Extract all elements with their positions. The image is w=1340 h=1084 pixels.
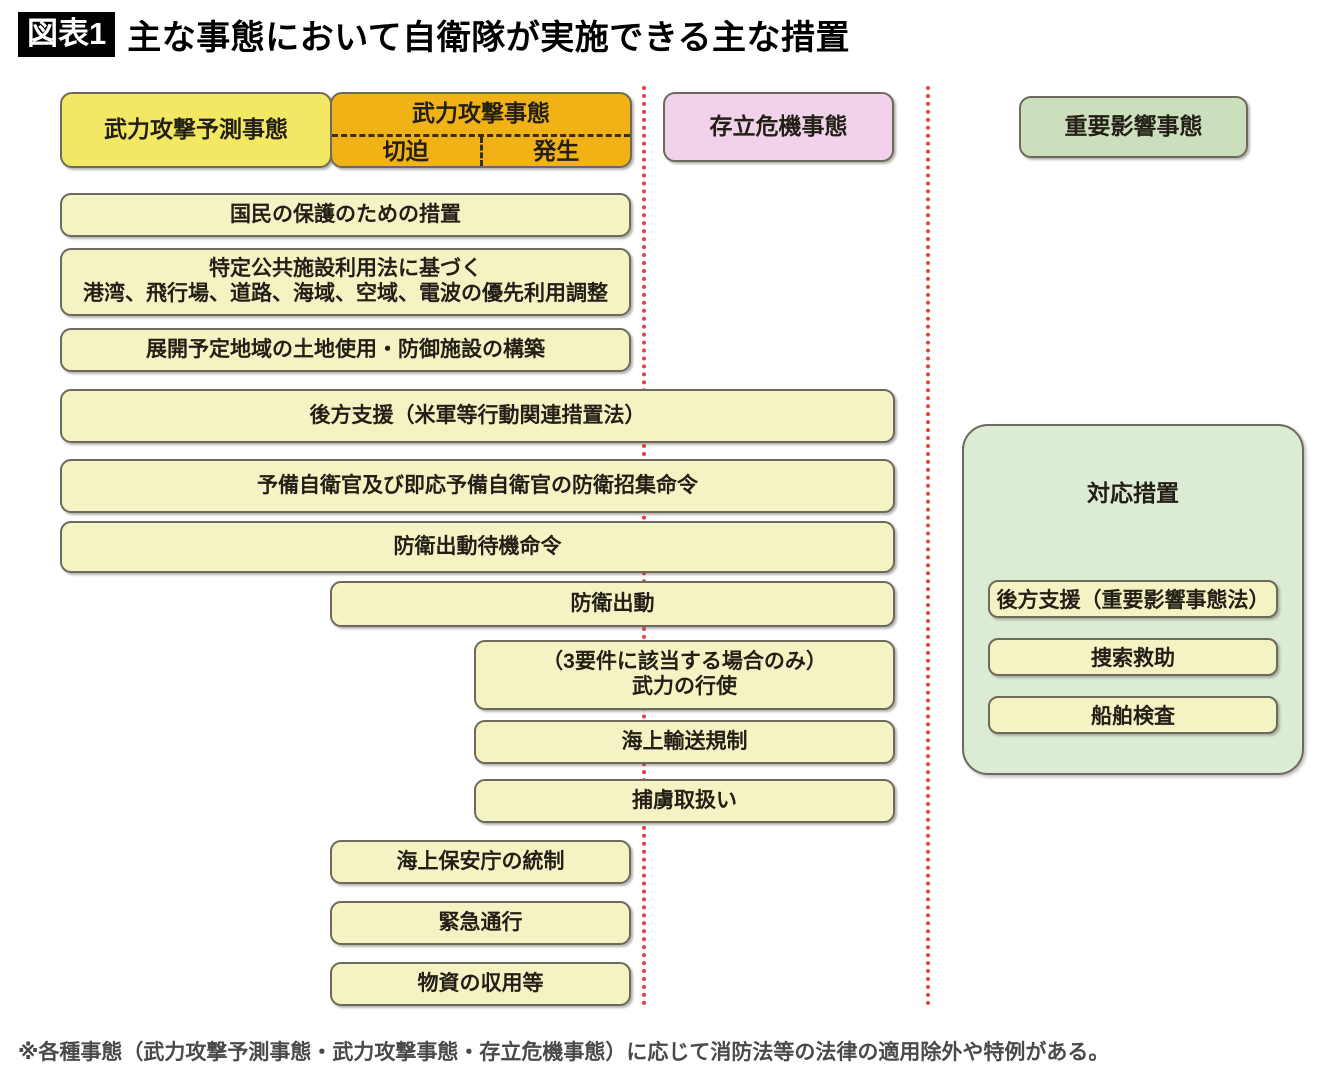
measure-label: 予備自衛官及び即応予備自衛官の防衛招集命令 bbox=[257, 473, 698, 497]
measure-label-line1: （3要件に該当する場合のみ） bbox=[542, 650, 827, 674]
measure-label: 海上輸送規制 bbox=[621, 729, 748, 753]
response-measures-title: 対応措置 bbox=[1087, 480, 1179, 506]
measure-row[interactable]: 海上輸送規制 bbox=[474, 720, 895, 764]
header-armed-attack-subrow: 切迫 発生 bbox=[332, 134, 630, 166]
page-title: 図表1 主な事態において自衛隊が実施できる主な措置 bbox=[18, 8, 850, 60]
header-important-influence[interactable]: 重要影響事態 bbox=[1019, 96, 1248, 158]
header-armed-attack-occurred[interactable]: 発生 bbox=[533, 137, 580, 164]
measure-row[interactable]: （3要件に該当する場合のみ） 武力の行使 bbox=[474, 640, 895, 710]
response-measure-label: 捜索救助 bbox=[1091, 647, 1175, 670]
footnote-text: ※各種事態（武力攻撃予測事態・武力攻撃事態・存立危機事態）に応じて消防法等の法律… bbox=[18, 1041, 1110, 1064]
header-armed-attack[interactable]: 武力攻撃事態 切迫 発生 bbox=[330, 92, 632, 168]
measure-row[interactable]: 捕虜取扱い bbox=[474, 779, 895, 823]
divider-line-right bbox=[926, 86, 930, 1006]
measure-label: 防衛出動 bbox=[570, 591, 655, 615]
measure-row[interactable]: 防衛出動待機命令 bbox=[60, 521, 895, 573]
measure-row[interactable]: 緊急通行 bbox=[330, 901, 631, 945]
header-predicted-attack-label: 武力攻撃予測事態 bbox=[104, 116, 288, 143]
measure-label: 物資の収用等 bbox=[417, 971, 544, 995]
header-predicted-attack[interactable]: 武力攻撃予測事態 bbox=[60, 92, 332, 168]
figure-number-badge: 図表1 bbox=[18, 11, 116, 57]
response-measure-item[interactable]: 後方支援（重要影響事態法） bbox=[988, 580, 1278, 618]
header-survival-crisis-label: 存立危機事態 bbox=[709, 113, 848, 140]
measure-label-line2: 武力の行使 bbox=[632, 675, 737, 698]
measure-label: 展開予定地域の土地使用・防御施設の構築 bbox=[146, 337, 545, 361]
measure-label: 防衛出動待機命令 bbox=[393, 534, 562, 558]
header-survival-crisis[interactable]: 存立危機事態 bbox=[663, 92, 894, 162]
measure-row[interactable]: 国民の保護のための措置 bbox=[60, 193, 631, 237]
measure-row[interactable]: 物資の収用等 bbox=[330, 962, 631, 1006]
measure-label-line2: 港湾、飛行場、道路、海域、空域、電波の優先利用調整 bbox=[83, 282, 608, 305]
header-armed-attack-label: 武力攻撃事態 bbox=[412, 100, 550, 127]
response-measure-label: 後方支援（重要影響事態法） bbox=[996, 589, 1270, 612]
measure-row[interactable]: 予備自衛官及び即応予備自衛官の防衛招集命令 bbox=[60, 459, 895, 513]
measure-label-line1: 特定公共施設利用法に基づく bbox=[209, 257, 482, 281]
measure-label: 後方支援（米軍等行動関連措置法） bbox=[309, 403, 646, 427]
header-armed-attack-imminent[interactable]: 切迫 bbox=[332, 137, 483, 166]
measure-row[interactable]: 後方支援（米軍等行動関連措置法） bbox=[60, 389, 895, 443]
measure-label: 緊急通行 bbox=[438, 910, 523, 934]
response-measure-item[interactable]: 捜索救助 bbox=[988, 638, 1278, 676]
measure-row[interactable]: 海上保安庁の統制 bbox=[330, 840, 631, 884]
measure-row[interactable]: 防衛出動 bbox=[330, 581, 895, 627]
measure-label: 捕虜取扱い bbox=[632, 788, 737, 812]
measure-label: 国民の保護のための措置 bbox=[230, 202, 461, 226]
response-measure-label: 船舶検査 bbox=[1091, 705, 1175, 728]
response-measures-panel: 対応措置 後方支援（重要影響事態法） 捜索救助 船舶検査 bbox=[962, 424, 1304, 775]
figure-title-text: 主な事態において自衛隊が実施できる主な措置 bbox=[127, 18, 851, 57]
measure-row[interactable]: 展開予定地域の土地使用・防御施設の構築 bbox=[60, 328, 631, 372]
header-important-influence-label: 重要影響事態 bbox=[1064, 113, 1203, 140]
measure-row[interactable]: 特定公共施設利用法に基づく 港湾、飛行場、道路、海域、空域、電波の優先利用調整 bbox=[60, 248, 631, 316]
response-measure-item[interactable]: 船舶検査 bbox=[988, 696, 1278, 734]
measure-label: 海上保安庁の統制 bbox=[396, 849, 565, 873]
